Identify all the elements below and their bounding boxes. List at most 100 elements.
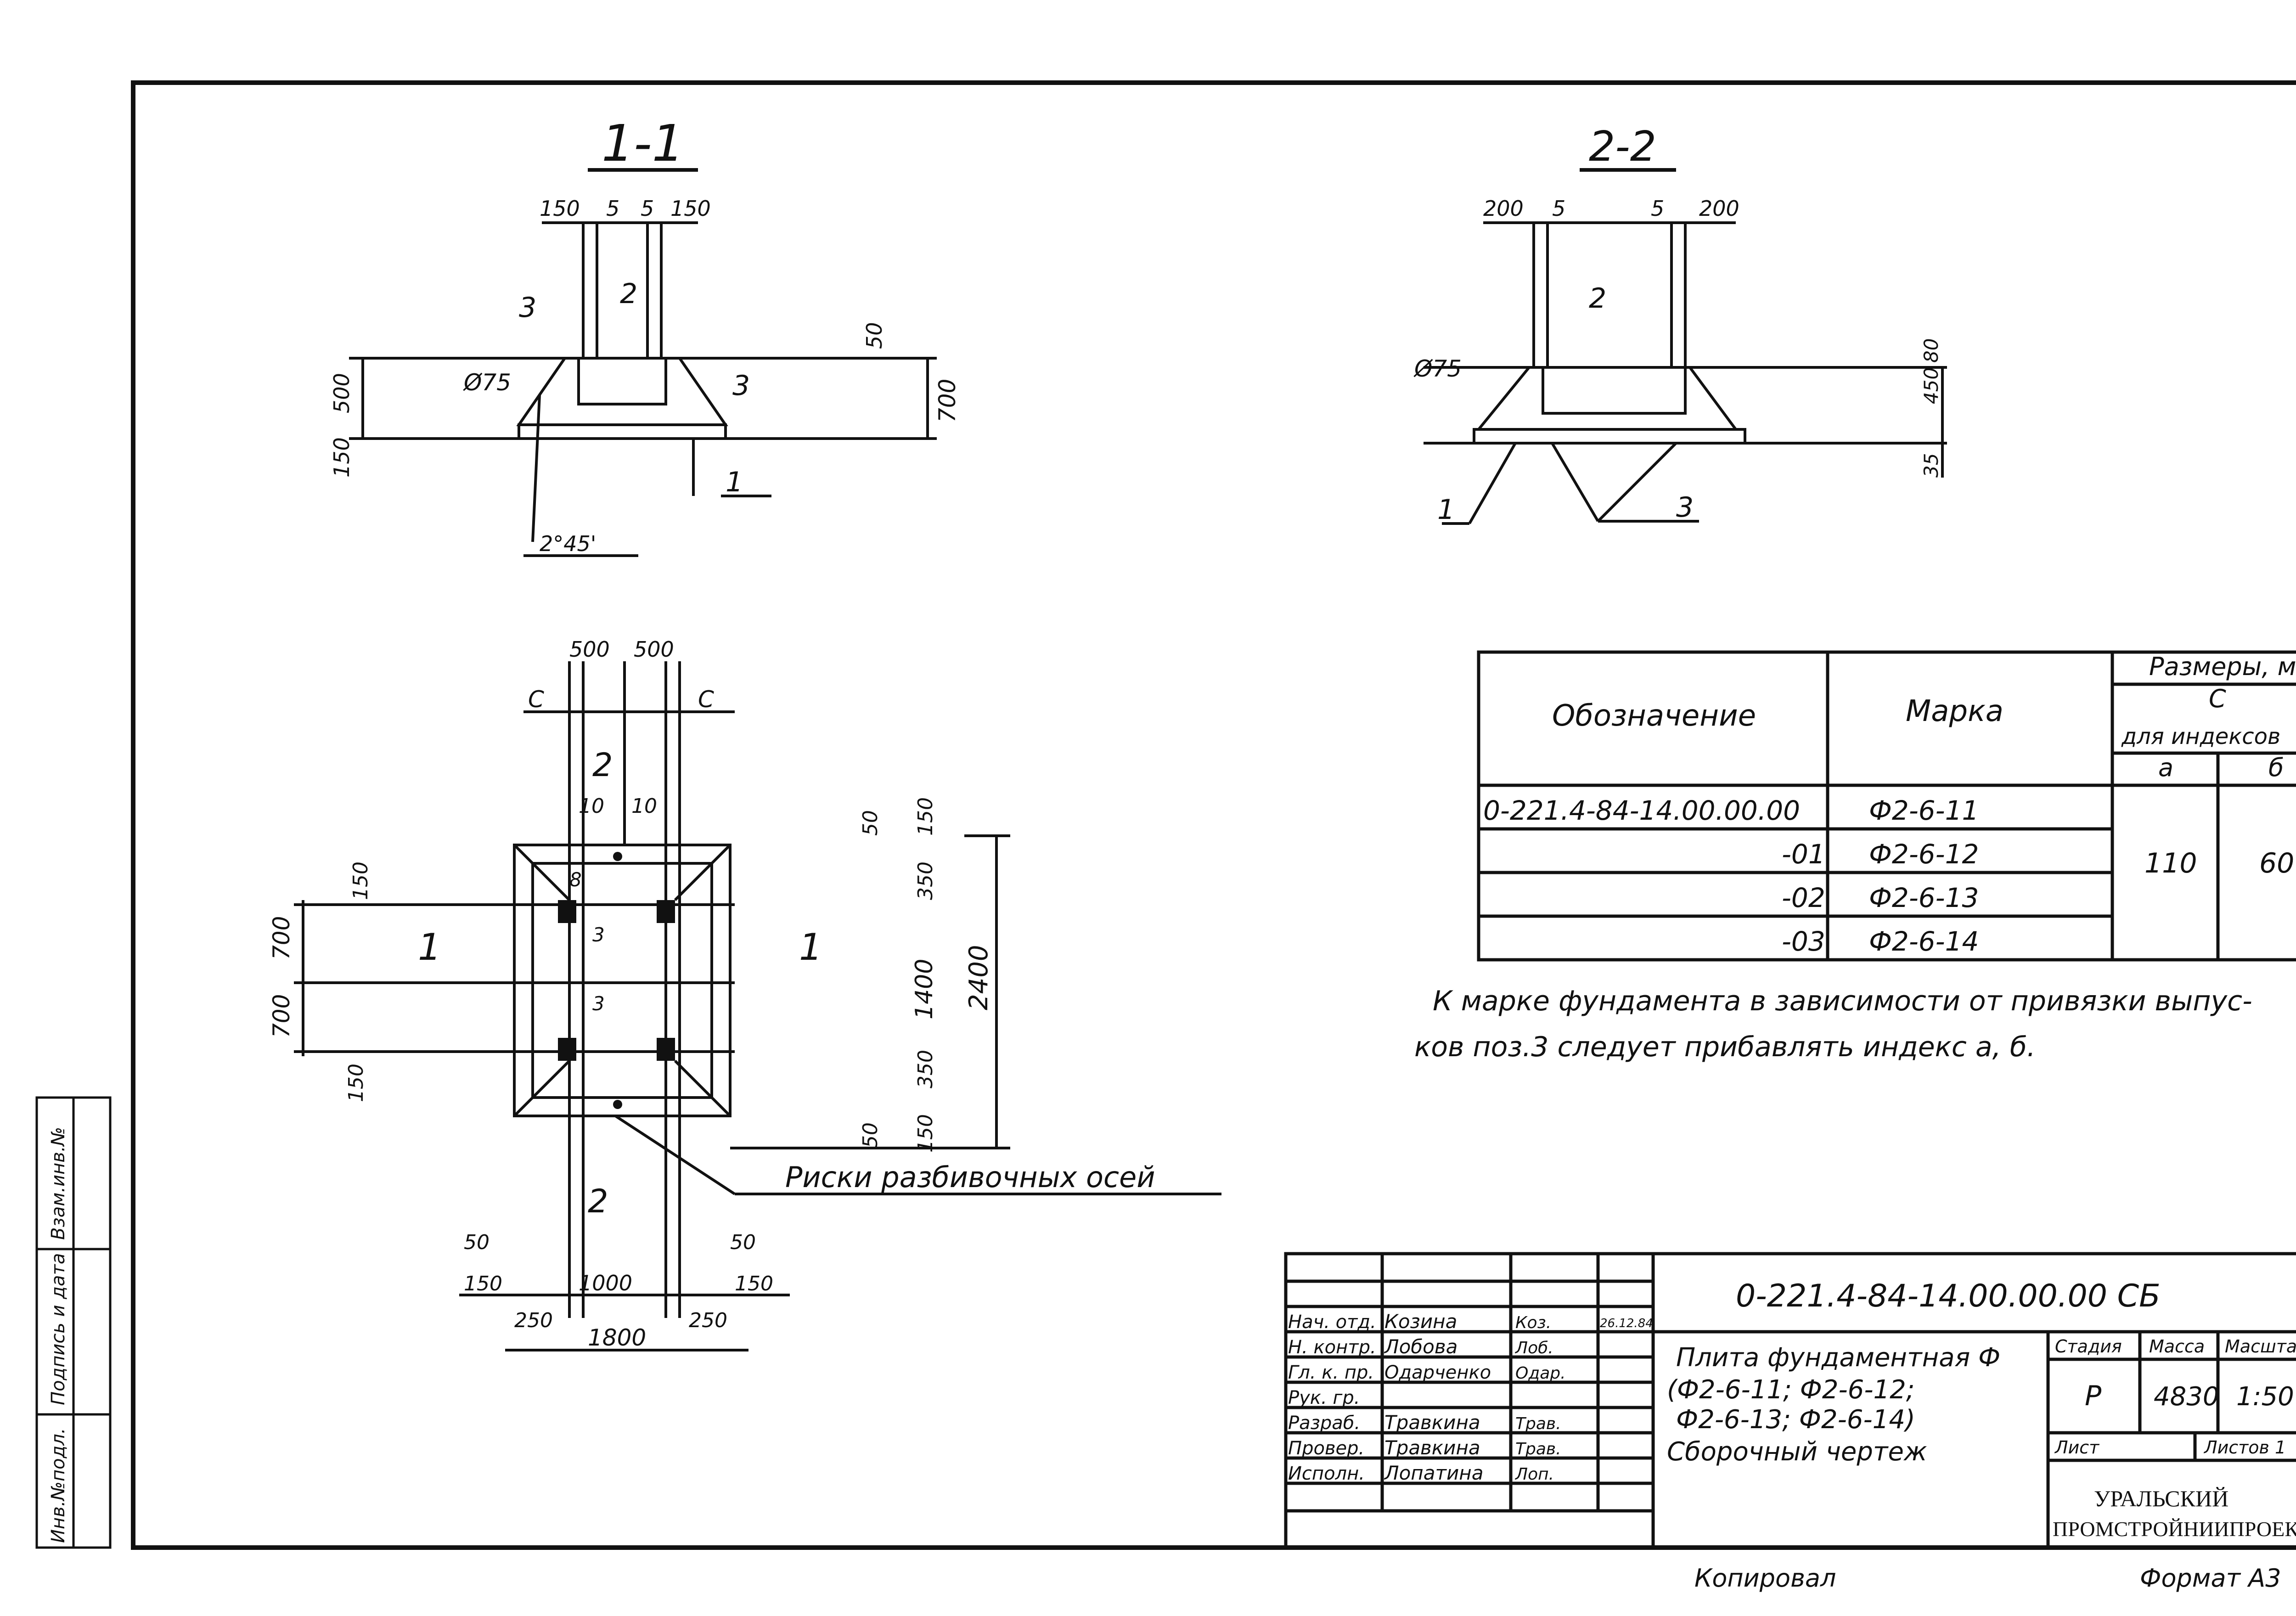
tb-sheet-label: Лист (2054, 1437, 2100, 1458)
tb-title-line-2: (Ф2-6-11; Ф2-6-12; (1667, 1375, 1915, 1405)
s11-callout-2: 2 (620, 278, 637, 310)
stamp-replaced-field: Взам.инв.№ (48, 1127, 69, 1240)
plan-right-2400: 2400 (964, 945, 994, 1010)
tb-role-7: Исполн. (1288, 1463, 1365, 1484)
tb-sign-2: Лоб. (1514, 1339, 1553, 1357)
plan-cut-2-bottom: 2 (588, 1182, 608, 1220)
section-2-2-title: 2-2 (1589, 123, 1656, 171)
s22-dim-5-left: 5 (1552, 196, 1565, 221)
section-1-1: 1-1 150 5 5 150 50 500 700 150 2°45' Ø75… (329, 114, 961, 557)
section-1-1-title: 1-1 (602, 114, 684, 173)
tb-role-2: Н. контр. (1288, 1337, 1376, 1358)
table-row-4-designation: -03 (1782, 926, 1825, 957)
format-label: Формат А3 (2140, 1564, 2281, 1593)
s11-dim-50: 50 (862, 322, 887, 349)
tb-sheets-label: Листов 1 (2203, 1437, 2286, 1458)
table-row-4-mark: Ф2-6-14 (1869, 926, 1979, 957)
plan-dim-500-left: 500 (569, 637, 610, 662)
tb-mass-value: 4830 (2154, 1382, 2219, 1412)
stamp-inv-field: Инв.№подл. (48, 1428, 69, 1543)
plan-right-150-bottom: 150 (914, 1114, 937, 1153)
tb-org-line-1: УРАЛЬСКИЙ (2094, 1486, 2228, 1511)
s11-callout-3-left: 3 (519, 292, 536, 324)
plan-gap-10-right: 10 (631, 794, 657, 818)
tb-name-7: Лопатина (1384, 1462, 1483, 1484)
plan-bottom-1800: 1800 (588, 1324, 646, 1351)
table-header-a: а (2158, 753, 2173, 782)
plan-label-3-upper: 3 (592, 923, 605, 946)
plan-mark-c-right: С (698, 686, 714, 713)
plan-cut-1-left: 1 (418, 926, 441, 968)
plan-dim-500-right: 500 (634, 637, 674, 662)
title-block: 0-221.4-84-14.00.00.00 СБ Плита фундамен… (1284, 1252, 2296, 1549)
tb-org-line-2: ПРОМСТРОЙНИИПРОЕКТ (2053, 1517, 2296, 1541)
plan-view: 500 500 С С 2 2 10 10 50 150 350 1400 24… (268, 637, 1221, 1351)
table-row-3-mark: Ф2-6-13 (1869, 882, 1979, 913)
tb-sign-1: Коз. (1515, 1313, 1551, 1332)
plan-bottom-50-right: 50 (730, 1231, 756, 1254)
tb-role-3: Гл. к. пр. (1288, 1362, 1374, 1383)
tb-scale-label: Масштаб (2225, 1336, 2296, 1357)
plan-bottom-50-left: 50 (464, 1231, 490, 1254)
tb-title-line-1: Плита фундаментная Ф (1676, 1343, 2000, 1373)
plan-right-350-bottom: 350 (914, 1050, 937, 1088)
table-value-a: 110 (2144, 847, 2197, 879)
s11-dim-5-left: 5 (606, 196, 619, 221)
plan-right-150-top: 150 (914, 797, 937, 836)
tb-role-1: Нач. отд. (1288, 1312, 1376, 1333)
side-stamp: Инв.№подл. Подпись и дата Взам.инв.№ (35, 1096, 112, 1549)
table-row-2-designation: -01 (1782, 839, 1825, 870)
table-header-mark: Марка (1906, 694, 2003, 728)
s11-dim-5-right: 5 (641, 196, 654, 221)
plan-gap-10-left: 10 (579, 794, 604, 818)
s11-callout-1: 1 (726, 466, 743, 498)
table-row-2-mark: Ф2-6-12 (1869, 839, 1979, 870)
s22-callout-1: 1 (1437, 494, 1455, 526)
tb-title-line-3: Ф2-6-13; Ф2-6-14) (1676, 1405, 1915, 1435)
plan-label-3-lower: 3 (592, 992, 605, 1015)
s11-angle: 2°45' (540, 531, 596, 556)
tb-name-1: Козина (1384, 1310, 1457, 1333)
tb-sign-7: Лоп. (1514, 1465, 1554, 1484)
marks-table: Обозначение Марка Размеры, мм С для инде… (1477, 650, 2296, 962)
plan-right-50-bottom: 50 (859, 1122, 882, 1148)
tb-role-4: Рук. гр. (1288, 1387, 1360, 1408)
plan-bottom-1000: 1000 (579, 1271, 632, 1295)
tb-mass-label: Масса (2149, 1336, 2205, 1357)
plan-right-350-top: 350 (914, 861, 937, 900)
plan-mark-c-left: С (528, 686, 544, 713)
tb-name-6: Травкина (1384, 1436, 1480, 1459)
plan-left-150-bottom: 150 (344, 1064, 368, 1102)
table-header-sizes: Размеры, мм (2149, 652, 2296, 681)
sheet-frame (131, 80, 2296, 1550)
note-line-1: К марке фундамента в зависимости от прив… (1433, 985, 2252, 1017)
tb-name-5: Травкина (1384, 1411, 1480, 1434)
copy-label: Копировал (1694, 1564, 1836, 1593)
tb-sign-6: Трав. (1515, 1440, 1561, 1458)
plan-right-50-top: 50 (859, 810, 882, 836)
tb-sign-5: Трав. (1515, 1414, 1561, 1433)
tb-title-line-4: Сборочный чертеж (1667, 1437, 1927, 1467)
plan-left-150-top: 150 (349, 861, 372, 900)
s11-dim-150-right: 150 (670, 196, 711, 221)
table-header-for-index: для индексов (2121, 724, 2280, 749)
table-header-designation: Обозначение (1552, 699, 1756, 733)
table-row-3-designation: -02 (1782, 882, 1825, 913)
s22-dim-200-right: 200 (1699, 196, 1739, 221)
tb-name-3: Одарченко (1384, 1362, 1491, 1383)
tb-sign-3: Одар. (1515, 1364, 1566, 1383)
tb-name-2: Лобова (1384, 1335, 1458, 1358)
plan-right-1400: 1400 (911, 959, 938, 1019)
table-row-1-mark: Ф2-6-11 (1869, 795, 1979, 826)
plan-bottom-150-left: 150 (464, 1272, 502, 1295)
plan-label-8: 8 (569, 868, 582, 891)
s22-dim-5-right: 5 (1651, 196, 1664, 221)
s22-dim-35: 35 (1920, 453, 1942, 478)
s11-dim-150: 150 (329, 437, 354, 478)
s11-callout-3-right: 3 (732, 370, 750, 402)
note-line-2: ков поз.3 следует прибавлять индекс а, б… (1414, 1031, 2036, 1063)
section-2-2: 2-2 200 5 5 200 80 450 35 Ø75 2 1 3 (1413, 123, 1947, 526)
tb-stage-value: Р (2085, 1380, 2102, 1412)
tb-doc-code: 0-221.4-84-14.00.00.00 СБ (1736, 1278, 2161, 1314)
